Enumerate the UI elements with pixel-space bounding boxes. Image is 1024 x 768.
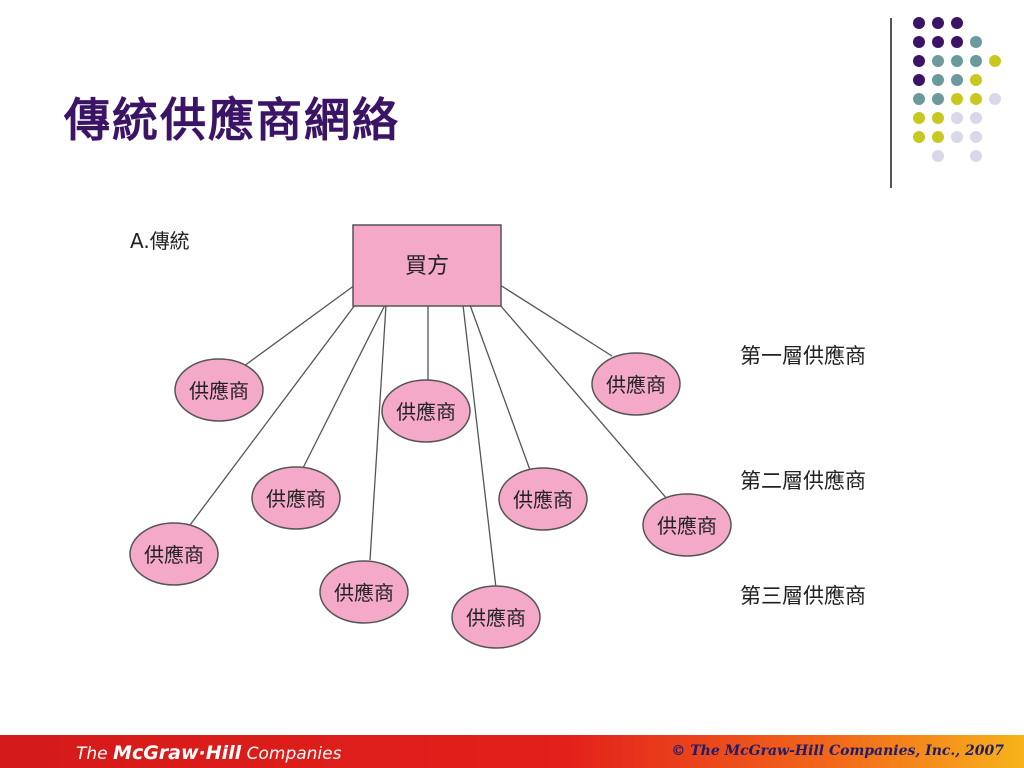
decorative-dot [951,131,963,143]
logo-brand: McGraw·Hill [113,742,242,764]
decorative-dot [932,93,944,105]
decorative-dot [951,93,963,105]
copyright-notice: © The McGraw-Hill Companies, Inc., 2007 [671,743,1004,759]
supplier-label: 供應商 [189,379,249,403]
connector-line [302,304,386,469]
decorative-dot [932,55,944,67]
supplier-node-tier2-left: 供應商 [251,466,341,530]
supplier-label: 供應商 [144,543,204,567]
supplier-node-tier3-left: 供應商 [129,522,219,586]
diagram-sublabel: A.傳統 [130,229,190,253]
decorative-dot [970,112,982,124]
supplier-node-tier1-right: 供應商 [591,352,681,416]
buyer-label: 買方 [405,254,449,279]
connector-line [499,284,613,357]
decorative-dot [932,112,944,124]
supplier-label: 供應商 [396,400,456,424]
supplier-label: 供應商 [606,373,666,397]
supplier-label: 供應商 [513,488,573,512]
connector-lines [189,284,669,589]
supplier-label: 供應商 [466,606,526,630]
connector-line [369,304,387,561]
tier-label-2: 第二層供應商 [740,469,866,493]
supplier-node-tier2-center: 供應商 [498,467,588,531]
logo-suffix: Companies [241,744,342,764]
buyer-box: 買方 [352,224,502,307]
decorative-dot [951,17,963,29]
decorative-dot [970,36,982,48]
connector-line [462,304,497,589]
supplier-network-diagram: 買方 供應商 供應商 供應商 供應商 供應商 供應商 供應商 [129,224,732,649]
decorative-dot [951,36,963,48]
supplier-node-tier3-right: 供應商 [451,585,541,649]
connector-line [189,304,356,526]
decorative-dot [932,74,944,86]
decorative-dot [913,93,925,105]
supplier-node-tier1-left: 供應商 [174,358,264,422]
decorative-dot [970,131,982,143]
decorative-dot [932,131,944,143]
decorative-dot [913,74,925,86]
page-title: 傳統供應商網絡 [64,93,400,147]
decorative-dot [913,36,925,48]
decorative-dot [913,17,925,29]
logo-prefix: The [76,744,114,764]
decorative-dot [932,36,944,48]
decorative-divider [890,18,892,188]
decorative-dot [970,74,982,86]
decorative-dot [970,150,982,162]
decorative-dot [913,131,925,143]
connector-line [469,304,531,471]
decorative-dot [932,150,944,162]
tier-label-1: 第一層供應商 [740,344,866,368]
footer-bar: The McGraw·Hill Companies © The McGraw-H… [0,735,1024,768]
tier-label-3: 第三層供應商 [740,584,866,608]
publisher-logo: The McGraw·Hill Companies [76,742,341,764]
decorative-dot [913,55,925,67]
decorative-dot [989,55,1001,67]
decorative-dot [951,74,963,86]
supplier-node-tier1-center: 供應商 [381,379,471,443]
decorative-dot [970,55,982,67]
decorative-dot [970,93,982,105]
decorative-dot [989,93,1001,105]
supplier-label: 供應商 [266,487,326,511]
supplier-node-tier2-right: 供應商 [642,493,732,557]
supplier-label: 供應商 [334,581,394,605]
connector-line [243,284,356,367]
decorative-dot [913,112,925,124]
connector-line [499,304,669,501]
decorative-dot [951,55,963,67]
decorative-dot [932,17,944,29]
supplier-label: 供應商 [657,514,717,538]
supplier-node-tier3-center: 供應商 [319,560,409,624]
decorative-dot-grid [913,17,1001,162]
decorative-dot [951,112,963,124]
